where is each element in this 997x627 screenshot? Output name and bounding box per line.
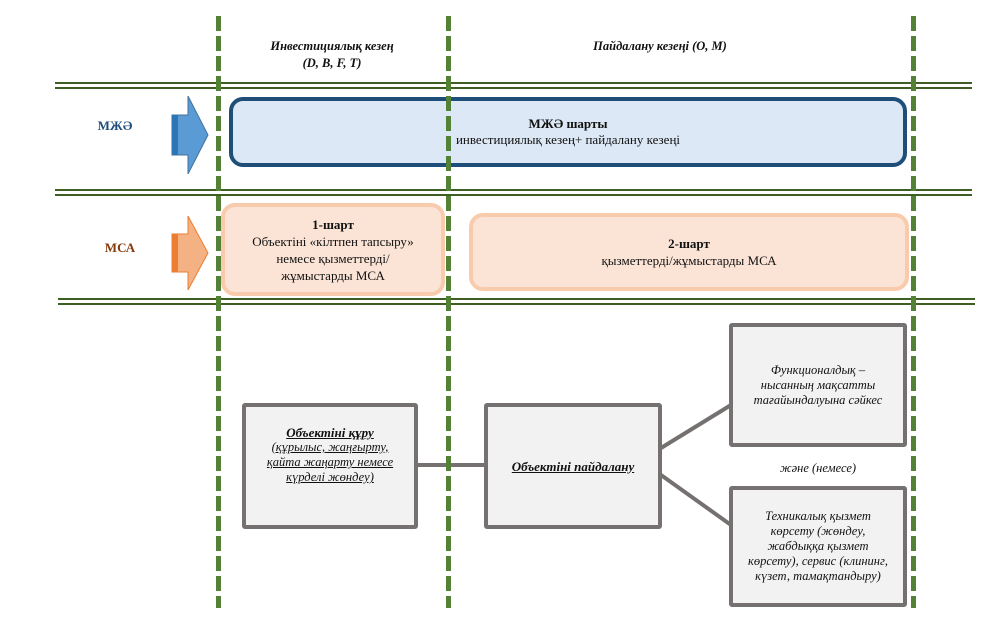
investment-phase-codes: (D, B, F, T) — [302, 56, 362, 70]
technical-line-5: күзет, тамақтандыру) — [755, 569, 881, 583]
technical-line-4: көрсету), сервис (клининг, — [748, 554, 888, 568]
msa-contract-1-line-2: немесе қызметтерді/ — [276, 250, 390, 266]
operation-phase-title: Пайдалану кезеңі (O, M) — [593, 39, 727, 53]
construct-object-box: Объектіні құру (құрылыс, жаңғырту, қайта… — [242, 403, 418, 529]
phase-boundary-end — [911, 16, 916, 608]
and-or-label: және (немесе) — [779, 461, 857, 475]
msa-contract-1-title: 1-шарт — [312, 216, 354, 232]
msa-contract-2-box: 2-шарт қызметтерді/жұмыстарды МСА — [469, 213, 909, 291]
technical-box: Техникалық қызмет көрсету (жөндеу, жабды… — [729, 486, 907, 607]
ppp-row-label: МЖӘ — [80, 118, 150, 134]
functional-line-1: Функционалдық – — [770, 362, 866, 377]
msa-row-label: МСА — [85, 240, 155, 256]
construct-object-line-1: (құрылыс, жаңғырту, — [271, 440, 389, 454]
investment-phase-title: Инвестициялық кезең — [270, 39, 394, 53]
ppp-contract-text: инвестициялық кезең+ пайдалану кезеңі — [455, 132, 681, 147]
msa-arrow-icon — [170, 216, 210, 290]
ppp-contract-box: МЖӘ шарты инвестициялық кезең+ пайдалану… — [229, 97, 907, 167]
phase-boundary-start — [216, 16, 221, 608]
construct-object-line-2: қайта жаңарту немесе — [266, 455, 394, 469]
connector-operate-functional — [659, 403, 733, 450]
msa-contract-2-title: 2-шарт — [668, 236, 710, 251]
construct-object-line-3: күрделі жөндеу) — [286, 470, 374, 484]
msa-contract-1-line-1: Объектіні «кілтпен тапсыру» — [252, 233, 414, 249]
operate-object-box: Объектіні пайдалану — [484, 403, 662, 529]
technical-line-1: Техникалық қызмет — [765, 509, 871, 523]
phase-boundary-middle — [446, 16, 451, 608]
functional-box: Функционалдық – нысанның мақсатты тағайы… — [729, 323, 907, 447]
operation-phase-header: Пайдалану кезеңі (O, M) — [520, 38, 800, 55]
functional-line-3: тағайындалуына сәйкес — [753, 392, 883, 407]
technical-line-3: жабдыққа қызмет — [767, 539, 869, 553]
msa-label-text: МСА — [104, 240, 136, 255]
msa-contract-2-text: қызметтерді/жұмыстарды МСА — [601, 253, 777, 268]
ppp-arrow-icon — [170, 96, 210, 174]
msa-contract-1-line-3: жұмыстарды МСА — [281, 267, 385, 283]
connector-operate-technical — [659, 473, 733, 527]
investment-phase-header: Инвестициялық кезең (D, B, F, T) — [232, 38, 432, 72]
row-divider-top — [55, 82, 972, 89]
ppp-contract-title: МЖӘ шарты — [528, 116, 608, 131]
row-divider-middle — [55, 189, 972, 196]
functional-line-2: нысанның мақсатты — [760, 377, 876, 392]
technical-line-2: көрсету (жөндеу, — [770, 524, 866, 538]
construct-object-title: Объектіні құру — [286, 425, 374, 440]
row-divider-bottom — [58, 298, 975, 305]
msa-contract-1-box: 1-шарт Объектіні «кілтпен тапсыру» немес… — [221, 203, 445, 296]
operate-object-title: Объектіні пайдалану — [511, 458, 635, 474]
ppp-label-text: МЖӘ — [97, 118, 133, 133]
